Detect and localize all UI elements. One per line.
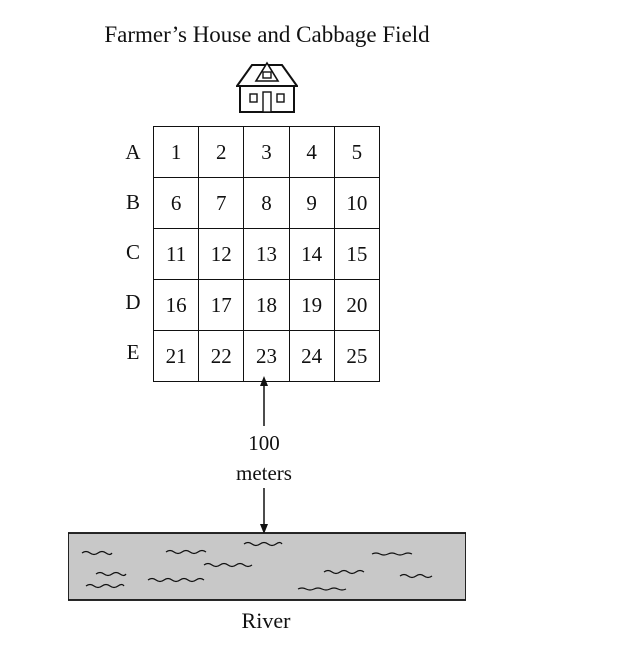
diagram-title: Farmer’s House and Cabbage Field: [104, 22, 430, 47]
grid-cell: 2: [198, 126, 245, 178]
grid-cell: 14: [288, 228, 335, 280]
grid-cell: 9: [288, 177, 335, 229]
row-label-a: A: [125, 140, 141, 164]
row-label-b: B: [125, 190, 140, 214]
grid-row-d: 16 17 18 19 20: [152, 279, 381, 331]
water-ripples: [81, 541, 433, 591]
distance-label: 100 meters: [204, 428, 324, 488]
grid-cell: 19: [288, 279, 335, 331]
river: [68, 532, 466, 601]
distance-arrow: [260, 376, 268, 534]
grid-row-b: 6 7 8 9 10: [152, 177, 381, 229]
grid-cell: 10: [333, 177, 381, 229]
grid-cell: 15: [333, 228, 381, 280]
house-icon: [236, 61, 298, 113]
grid-cell: 11: [152, 228, 200, 280]
row-label-c: C: [125, 240, 140, 264]
cabbage-field-grid: 1 2 3 4 5 6 7 8 9 10 11 12 13 14 15 16 1…: [152, 126, 381, 382]
grid-cell: 6: [152, 177, 200, 229]
grid-cell: 23: [243, 330, 290, 382]
river-label: River: [241, 608, 291, 633]
grid-cell: 8: [243, 177, 290, 229]
grid-cell: 7: [198, 177, 245, 229]
grid-row-e: 21 22 23 24 25: [152, 330, 381, 382]
grid-cell: 1: [152, 126, 200, 178]
grid-cell: 25: [333, 330, 381, 382]
distance-value: 100: [248, 431, 280, 455]
grid-cell: 5: [333, 126, 381, 178]
distance-unit: meters: [236, 461, 292, 485]
grid-cell: 20: [333, 279, 381, 331]
grid-cell: 21: [152, 330, 200, 382]
grid-cell: 16: [152, 279, 200, 331]
grid-cell: 12: [198, 228, 245, 280]
grid-cell: 18: [243, 279, 290, 331]
grid-cell: 22: [198, 330, 245, 382]
grid-cell: 13: [243, 228, 290, 280]
grid-cell: 17: [198, 279, 245, 331]
row-label-e: E: [126, 340, 140, 364]
grid-cell: 3: [243, 126, 290, 178]
row-label-d: D: [125, 290, 141, 314]
grid-cell: 24: [288, 330, 335, 382]
grid-row-c: 11 12 13 14 15: [152, 228, 381, 280]
grid-cell: 4: [288, 126, 335, 178]
grid-row-a: 1 2 3 4 5: [152, 126, 381, 178]
